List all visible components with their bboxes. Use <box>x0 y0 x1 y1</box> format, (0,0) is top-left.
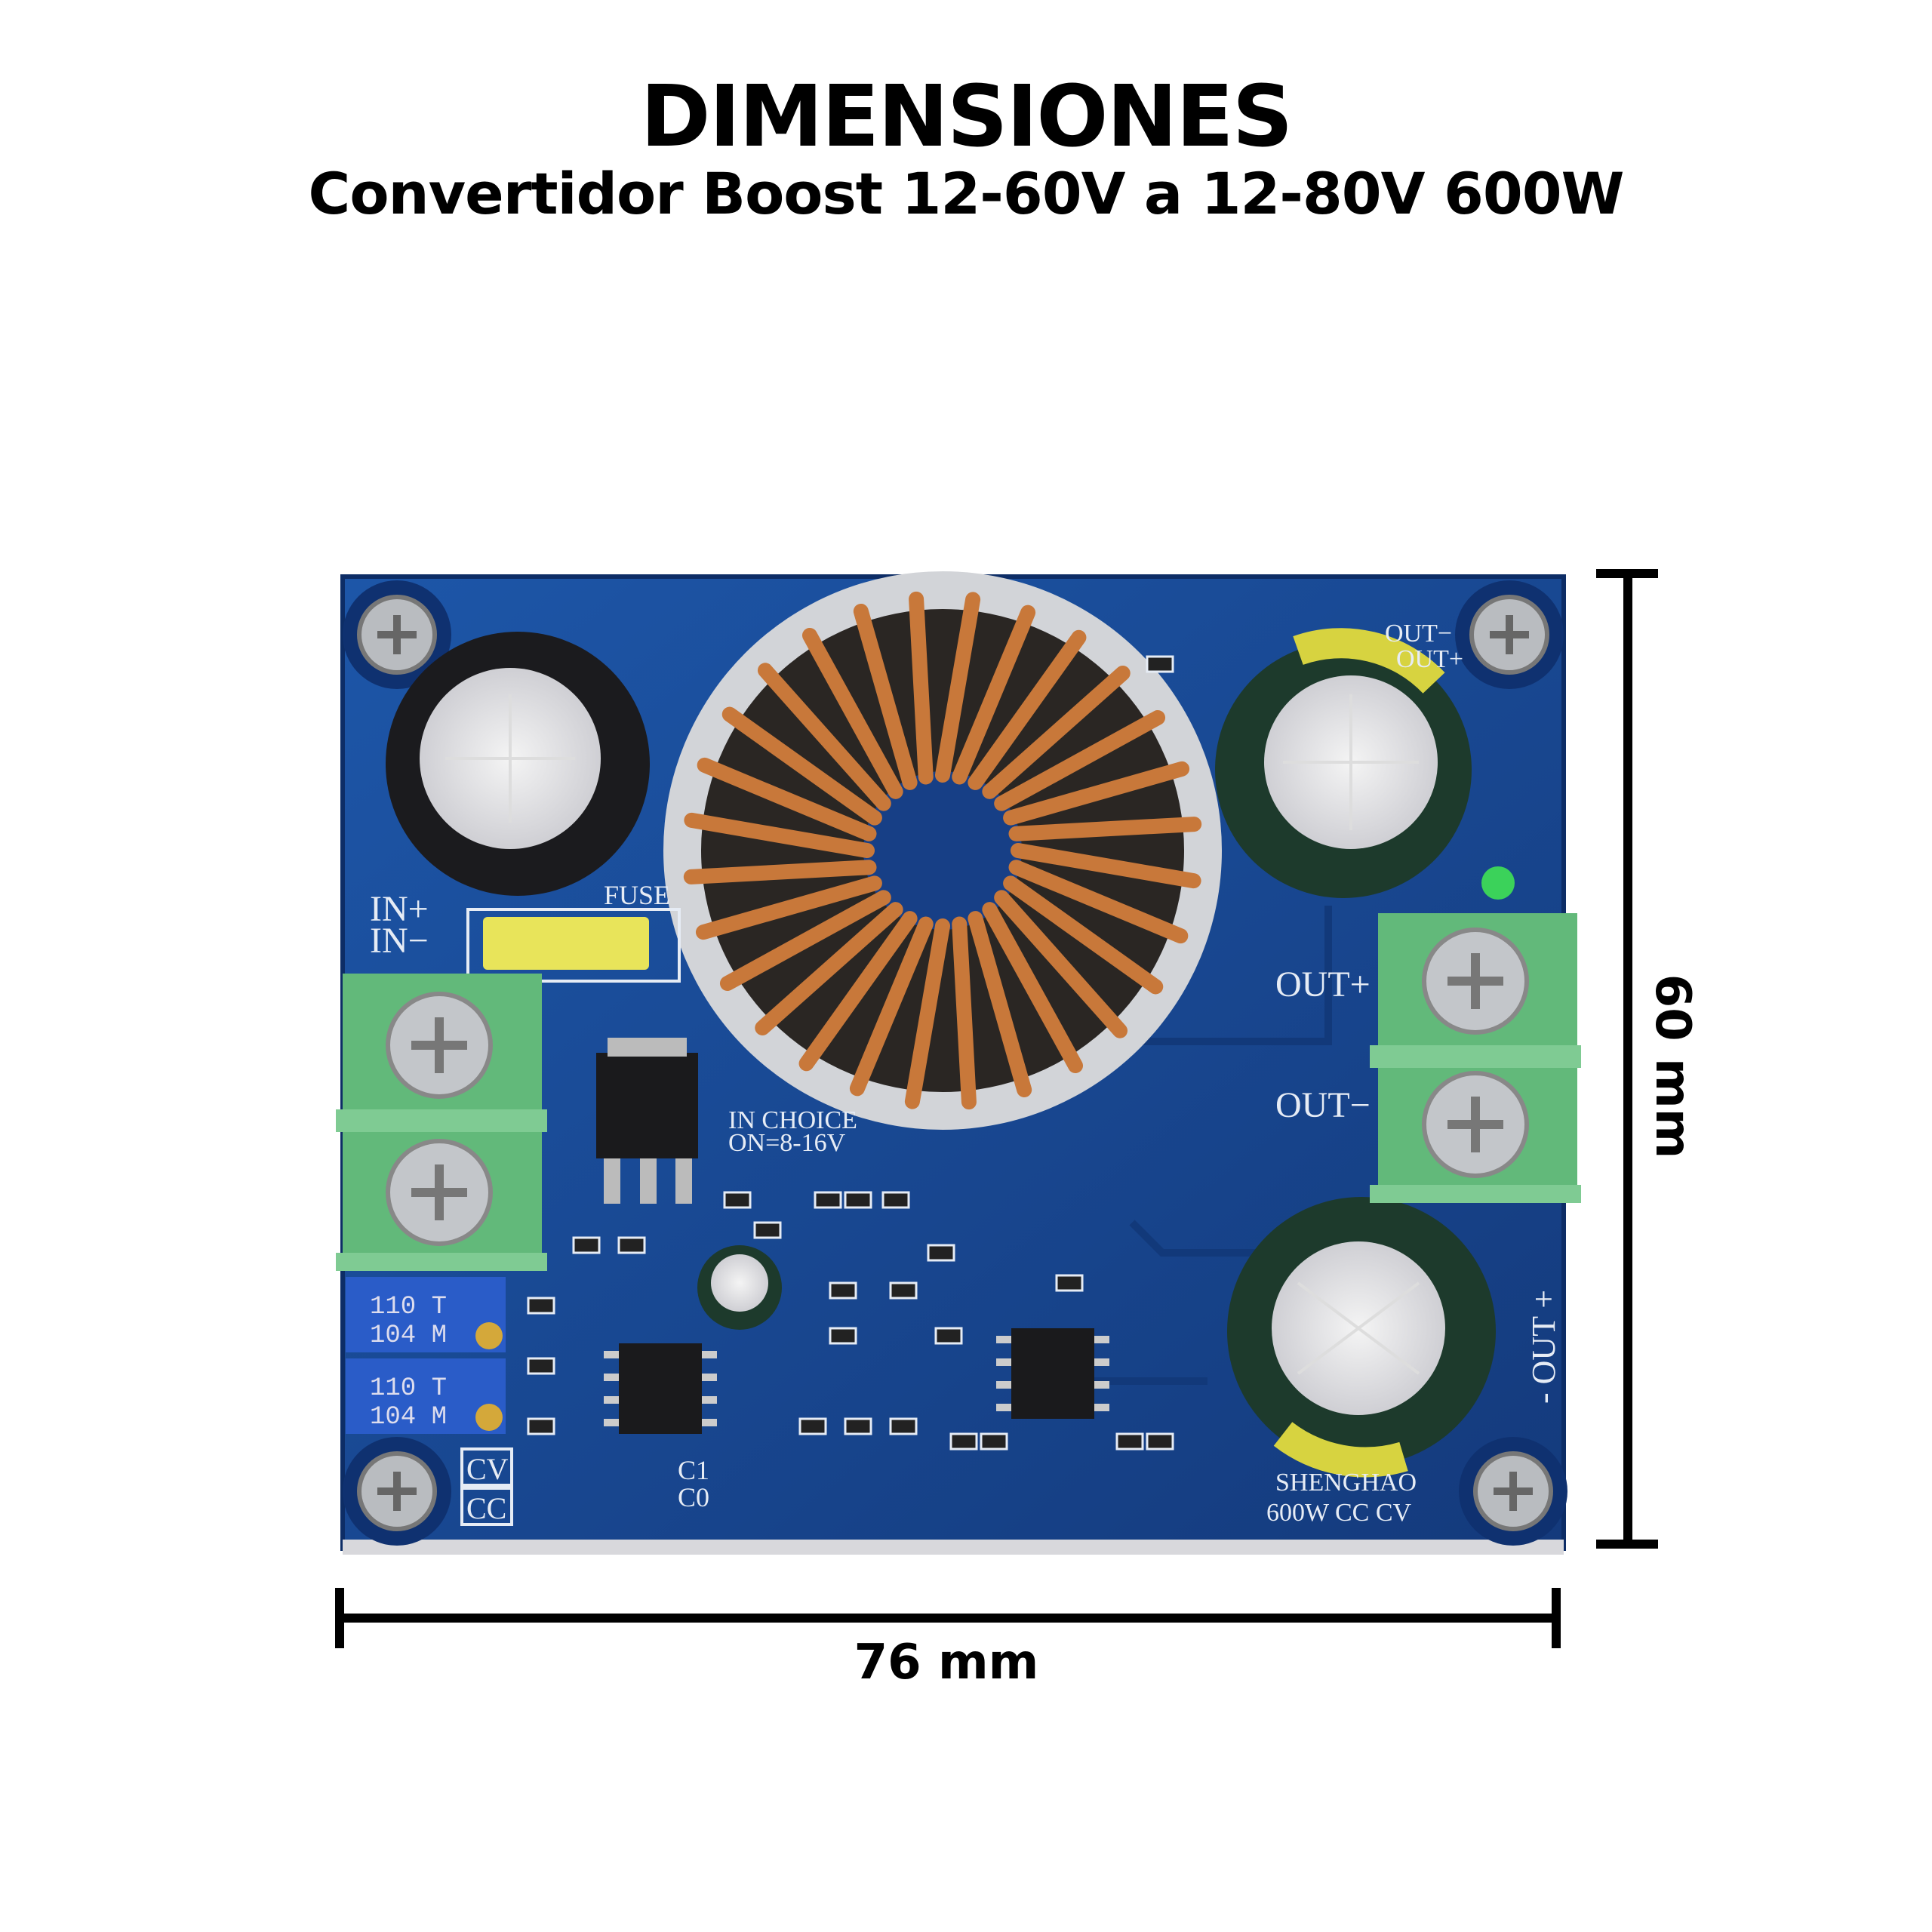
mounting-hole-br <box>1459 1437 1567 1546</box>
inductor-winding <box>952 916 977 1110</box>
smd-components <box>527 655 1174 1451</box>
mosfet <box>596 1038 698 1204</box>
inductor-winding <box>968 629 1087 790</box>
fuse <box>466 908 681 983</box>
inductor-winding <box>982 902 1084 1074</box>
inductor-winding <box>1008 860 1189 944</box>
potentiometer-cc[interactable]: 110 T 104 M <box>346 1358 506 1434</box>
smd-part <box>829 1281 857 1300</box>
smd-part <box>949 1432 978 1451</box>
inductor-winding <box>683 860 877 884</box>
smd-part <box>527 1297 555 1315</box>
inductor-winding <box>968 911 1032 1098</box>
inductor-winding <box>909 591 934 785</box>
silk-out-minus: OUT− <box>1275 1085 1371 1125</box>
smd-part <box>617 1236 646 1254</box>
inductor-winding <box>755 902 903 1036</box>
smd-part <box>881 1191 910 1209</box>
smd-part <box>934 1327 963 1345</box>
input-terminal-block <box>336 974 547 1271</box>
silk-in-choice: IN CHOICE <box>728 1106 857 1134</box>
inductor-winding <box>853 603 918 790</box>
silk-brand: SHENGHAO <box>1275 1469 1417 1497</box>
inductor-winding <box>1008 817 1202 841</box>
inductor-winding <box>798 911 918 1072</box>
silk-out-vertical: - OUT + <box>1525 1290 1562 1404</box>
mounting-hole-tr <box>1455 580 1564 689</box>
silk-c0: C0 <box>678 1482 709 1512</box>
ic-chip-right <box>996 1328 1109 1419</box>
inductor-winding <box>994 890 1128 1038</box>
output-capacitor-top <box>1215 628 1472 898</box>
page-subtitle: Convertidor Boost 12-60V a 12-80V 600W <box>308 160 1625 227</box>
silk-in-plus: IN+ <box>370 889 429 929</box>
smd-part <box>1055 1274 1084 1292</box>
smd-part <box>889 1281 918 1300</box>
smd-part <box>753 1221 782 1239</box>
pot2-label-b: 104 M <box>370 1403 447 1432</box>
height-dimension-line <box>1596 569 1658 1549</box>
inductor-winding <box>719 890 891 992</box>
smd-part <box>527 1357 555 1375</box>
silk-cc: CC <box>466 1491 506 1525</box>
inductor-winding <box>935 592 981 783</box>
ic-chip-left <box>604 1343 717 1434</box>
smd-part <box>1115 1432 1144 1451</box>
inductor-winding <box>721 706 882 826</box>
mounting-hole-tl <box>343 580 451 689</box>
led-indicator <box>1481 866 1515 900</box>
inductor-winding <box>1003 761 1190 826</box>
output-terminal-block <box>1370 913 1581 1203</box>
smd-part <box>814 1191 842 1209</box>
silk-c1: C1 <box>678 1455 709 1485</box>
smd-part <box>527 1417 555 1435</box>
inductor-winding <box>801 627 903 799</box>
pcb-edge <box>343 1540 1564 1555</box>
pot1-label: 110 T <box>370 1293 447 1321</box>
smd-part <box>829 1327 857 1345</box>
silk-on-range: ON=8-16V <box>728 1129 846 1157</box>
smd-part <box>844 1417 872 1435</box>
silk-in-minus: IN− <box>370 921 429 961</box>
smd-part <box>844 1191 872 1209</box>
inductor-winding <box>684 812 875 858</box>
potentiometer-cv[interactable]: 110 T 104 M <box>346 1277 506 1352</box>
height-label: 60 mm <box>1644 974 1700 1159</box>
input-capacitor <box>386 632 650 896</box>
silk-out-top-minus: OUT− <box>1385 620 1452 648</box>
width-dimension-line <box>335 1588 1561 1648</box>
inductor-winding <box>697 757 877 841</box>
silk-model: 600W CC CV <box>1266 1499 1412 1527</box>
toroid-inductor <box>663 571 1222 1130</box>
smd-part <box>1146 1432 1174 1451</box>
silk-out-top-plus: OUT+ <box>1396 645 1463 673</box>
inductor-winding <box>952 605 1036 785</box>
smd-part <box>1146 655 1174 673</box>
inductor-winding <box>849 916 934 1097</box>
inductor-winding <box>695 875 882 940</box>
page-title: DIMENSIONES <box>640 68 1294 166</box>
silk-cv: CV <box>466 1452 509 1486</box>
inductor-winding <box>1003 875 1164 995</box>
pot2-label: 110 T <box>370 1374 447 1403</box>
small-capacitor <box>697 1245 782 1330</box>
pot1-label-b: 104 M <box>370 1321 447 1350</box>
smd-part <box>980 1432 1008 1451</box>
mounting-hole-bl <box>343 1437 451 1546</box>
smd-part <box>798 1417 827 1435</box>
output-capacitor-bottom <box>1227 1197 1496 1478</box>
inductor-winding <box>982 665 1131 799</box>
inductor-winding <box>757 663 891 811</box>
smd-part <box>889 1417 918 1435</box>
inductor-winding <box>994 709 1166 811</box>
smd-part <box>723 1191 752 1209</box>
smd-part <box>572 1236 601 1254</box>
silk-out-plus: OUT+ <box>1275 964 1371 1004</box>
smd-part <box>927 1244 955 1262</box>
inductor-winding <box>1011 843 1201 889</box>
silk-fuse: FUSE <box>604 880 670 910</box>
width-label: 76 mm <box>854 1635 1039 1690</box>
inductor-winding <box>904 918 950 1109</box>
